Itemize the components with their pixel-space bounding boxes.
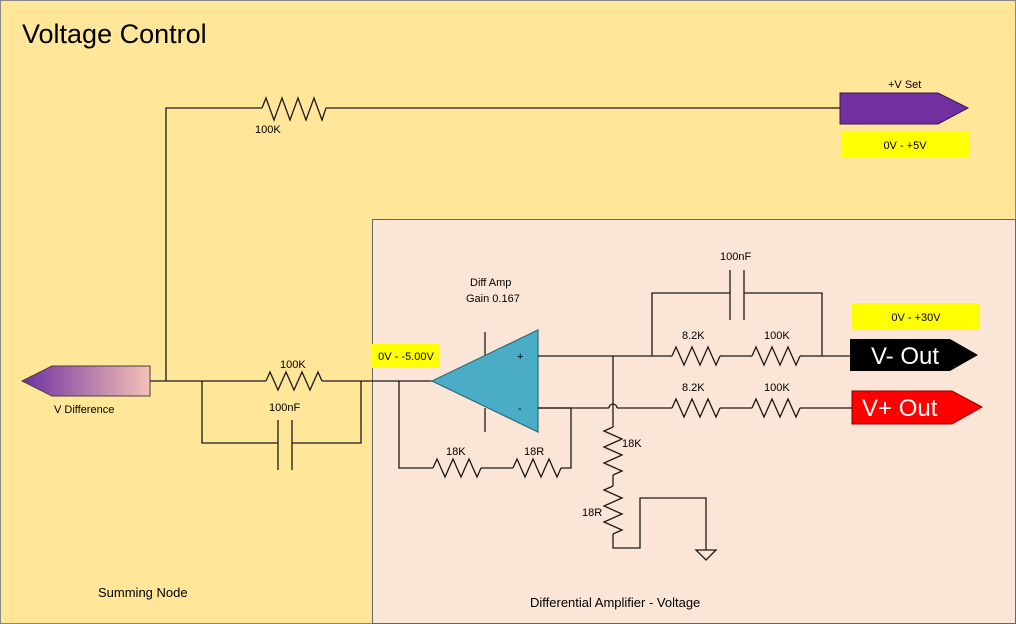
resistor-8k2-bottom-label: 8.2K <box>682 382 705 394</box>
v-difference-port <box>20 365 151 397</box>
resistor-100k-top-label: 100K <box>255 124 281 136</box>
diff-amp-opamp <box>430 329 539 433</box>
resistor-100k-top-out-label: 100K <box>764 330 790 342</box>
divider-to-ground <box>602 356 718 561</box>
resistor-8k2-bottom <box>671 397 721 419</box>
output-range-note <box>852 303 980 330</box>
diff-input-range-note <box>372 344 440 368</box>
opamp-plus-pin: + <box>517 351 523 363</box>
capacitor-100nf-sum-label: 100nF <box>269 402 300 414</box>
resistor-18r-feedback-label: 18R <box>524 446 544 458</box>
page-title: Voltage Control <box>22 19 207 49</box>
diff-input-range-text: 0V - -5.00V <box>378 351 434 363</box>
v-minus-out-port <box>850 339 978 371</box>
resistor-8k2-top <box>671 345 721 367</box>
v-set-range-text: 0V - +5V <box>883 140 927 152</box>
opamp-gain: Gain 0.167 <box>466 293 520 305</box>
resistor-18r-divider <box>602 485 624 535</box>
resistor-18k-divider <box>602 426 624 476</box>
summing-node-label: Summing Node <box>98 585 188 600</box>
resistor-18k-feedback <box>432 457 482 479</box>
top-feed-wire <box>150 96 840 382</box>
v-plus-out-label: V+ Out <box>862 395 938 422</box>
resistor-100k-top-out <box>751 345 801 367</box>
opamp-name: Diff Amp <box>470 277 511 289</box>
resistor-18k-divider-label: 18K <box>622 438 642 450</box>
v-set-label: +V Set <box>888 79 921 91</box>
v-set-port <box>839 92 970 125</box>
ground-symbol <box>694 549 718 561</box>
resistor-18r-divider-label: 18R <box>582 507 602 519</box>
v-set-range-note <box>841 131 970 158</box>
resistor-100k-top <box>261 96 327 122</box>
v-minus-out-label: V- Out <box>871 343 939 370</box>
opamp-minus-pin: - <box>518 403 522 415</box>
resistor-100k-sum <box>265 370 323 392</box>
diff-region-label: Differential Amplifier - Voltage <box>530 595 700 610</box>
capacitor-100nf-sum <box>277 420 293 470</box>
resistor-18r-feedback <box>512 457 562 479</box>
v-plus-output-path <box>538 397 852 419</box>
resistor-100k-sum-label: 100K <box>280 359 306 371</box>
summing-network <box>166 370 432 470</box>
v-plus-out-port <box>851 390 984 425</box>
v-difference-label: V Difference <box>54 404 114 416</box>
capacitor-100nf-feedback-label: 100nF <box>720 251 751 263</box>
v-minus-output-path <box>538 270 850 367</box>
resistor-18k-feedback-label: 18K <box>446 446 466 458</box>
output-range-text: 0V - +30V <box>891 312 941 324</box>
resistor-8k2-top-label: 8.2K <box>682 330 705 342</box>
capacitor-100nf-feedback <box>729 270 745 320</box>
resistor-100k-bottom-out <box>751 397 801 419</box>
resistor-100k-bottom-out-label: 100K <box>764 382 790 394</box>
